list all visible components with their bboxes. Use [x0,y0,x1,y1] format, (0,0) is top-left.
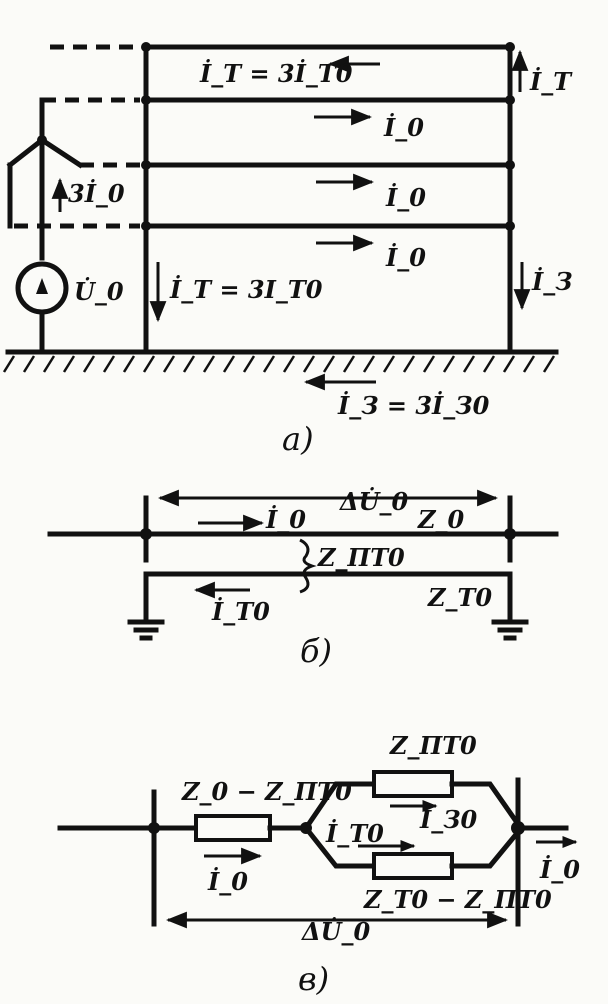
input-current-label: İ_0 [207,867,248,896]
lower-impedance [372,852,454,880]
caption-c: в) [298,960,329,998]
phase-current-label-3: İ_0 [385,243,426,272]
caption-b: б) [300,632,332,670]
voltage-source [15,261,69,355]
node [505,221,515,231]
mutual-impedance-label: Z_ПТ0 [317,543,405,572]
upper-impedance-label: Z_ПТ0 [389,731,477,760]
node [140,528,152,540]
series-impedance [194,814,272,842]
left-return-current-label: İ_T = 3I_T0 [169,275,323,304]
node [505,160,515,170]
source-current-label: 3İ_0 [68,179,125,208]
mutual-coupling-brace [299,538,317,594]
node [505,42,515,52]
phase-current-label-2: İ_0 [385,183,426,212]
source-voltage-label: U̇_0 [74,277,124,306]
diagram-c: Z_0 − Z_ПТ0 Z_ПТ0 İ_З0 İ_Т0 Z_Т0 − Z_ПТ0… [57,731,580,998]
right-ground-current-label: İ_З [531,267,573,296]
voltage-drop-label: ΔU̇_0 [339,487,409,516]
lower-branch-in [302,824,377,869]
upper-branch-out [449,781,522,828]
upper-branch-in [302,781,377,832]
earth-current-label: İ_З = 3İ_З0 [337,391,490,420]
node [141,221,151,231]
ground-wire-loop [143,571,513,623]
node [148,822,160,834]
diagram-b: ΔU̇_0 İ_0 Z_0 Z_ПТ0 İ_Т0 Z_Т0 б) [47,487,559,670]
lower-branch-out [449,828,522,869]
top-wire-current-label: İ_T = 3İ_T0 [199,59,353,88]
source-star-connection [6,97,84,261]
ground-symbol-right [491,619,529,641]
wire-impedance-label: Z_Т0 [427,583,492,612]
line-impedance-label: Z_0 [417,505,465,534]
voltage-drop-label: ΔU̇_0 [301,917,371,946]
lower-current-label: İ_Т0 [325,819,384,848]
line-current-label: İ_0 [265,505,306,534]
upper-current-label: İ_З0 [419,805,478,834]
node [141,42,151,52]
series-impedance-label: Z_0 − Z_ПТ0 [181,777,352,806]
node [141,95,151,105]
output-current-label: İ_0 [539,855,580,884]
diagram-a: İ_T = 3İ_T0 İ_T İ_0 İ_0 İ_0 3İ_0 U̇_0 İ_… [2,42,573,458]
phase-current-label-1: İ_0 [383,113,424,142]
wire-current-label: İ_Т0 [211,597,270,626]
upper-impedance [372,770,454,798]
ground-symbol-left [127,619,165,641]
ground-hatching [2,355,556,373]
lower-impedance-label: Z_Т0 − Z_ПТ0 [363,885,552,914]
node [141,160,151,170]
node [505,95,515,105]
right-top-current-label: İ_T [529,67,573,96]
node [504,528,516,540]
caption-a: а) [282,420,314,458]
